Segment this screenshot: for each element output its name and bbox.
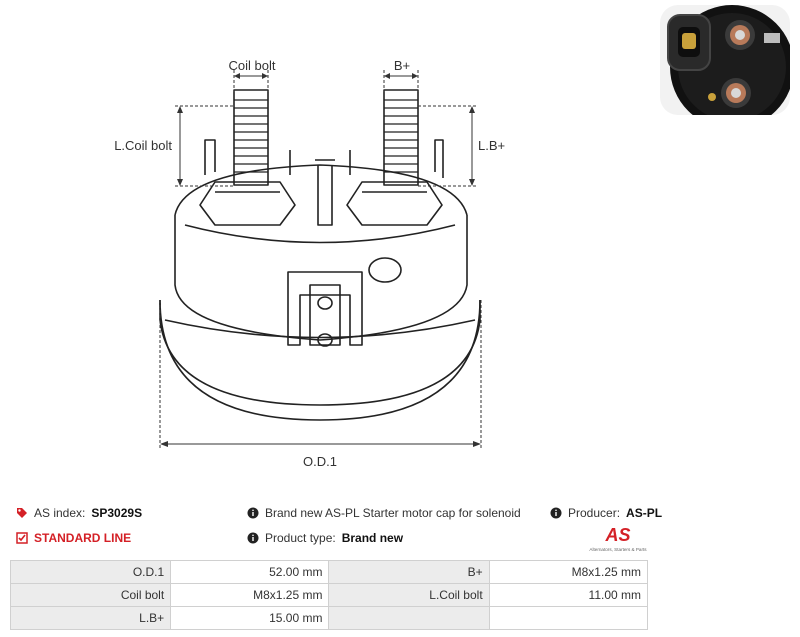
info-icon [550, 507, 562, 519]
spec-value: 15.00 mm [170, 606, 330, 630]
svg-text:Alternators, Starters & Parts: Alternators, Starters & Parts [589, 547, 647, 552]
b-plus-label: B+ [394, 58, 410, 73]
producer-row: Producer: AS-PL [550, 506, 662, 520]
specs-table: O.D.1 52.00 mm B+ M8x1.25 mm Coil bolt M… [9, 560, 649, 630]
product-description: Brand new AS-PL Starter motor cap for so… [265, 506, 521, 520]
product-type-row: Product type: Brand new [247, 531, 403, 545]
product-type-value: Brand new [341, 531, 404, 545]
l-b-plus-label: L.B+ [478, 138, 505, 153]
spec-key: L.B+ [9, 606, 172, 630]
svg-text:AS: AS [604, 525, 630, 545]
table-row: Coil bolt M8x1.25 mm L.Coil bolt 11.00 m… [9, 583, 649, 607]
spec-key: B+ [328, 560, 490, 584]
tag-icon [17, 508, 27, 518]
spec-key: O.D.1 [9, 560, 172, 584]
producer-label: Producer: [568, 506, 621, 520]
product-photo [660, 5, 790, 115]
product-type-label: Product type: [265, 531, 336, 545]
spec-value: 11.00 mm [488, 583, 649, 607]
l-coil-bolt-label: L.Coil bolt [114, 138, 172, 153]
table-row: L.B+ 15.00 mm [9, 606, 649, 630]
as-pl-logo: AS Alternators, Starters & Parts [585, 524, 651, 554]
od1-label: O.D.1 [303, 454, 337, 469]
table-row: O.D.1 52.00 mm B+ M8x1.25 mm [9, 560, 649, 584]
as-index-label: AS index: [34, 506, 86, 520]
spec-value: M8x1.25 mm [488, 560, 649, 584]
coil-bolt-label: Coil bolt [229, 58, 276, 73]
standard-line-row: STANDARD LINE [16, 531, 131, 545]
spec-value: 52.00 mm [170, 560, 330, 584]
description-row: Brand new AS-PL Starter motor cap for so… [247, 506, 521, 520]
producer-value: AS-PL [626, 506, 663, 520]
technical-drawing: Coil bolt B+ L.Coil bolt L.B+ O.D.1 [114, 58, 505, 469]
checkbox-icon [16, 532, 28, 544]
standard-line-badge: STANDARD LINE [34, 531, 132, 545]
spec-value: M8x1.25 mm [170, 583, 330, 607]
info-icon [247, 532, 259, 544]
spec-key: L.Coil bolt [328, 583, 490, 607]
spec-value [488, 606, 649, 630]
spec-key: Coil bolt [9, 583, 172, 607]
as-index-value: SP3029S [91, 506, 143, 520]
info-icon [247, 507, 259, 519]
as-index-row: AS index: SP3029S [16, 506, 142, 520]
spec-key [328, 606, 490, 630]
